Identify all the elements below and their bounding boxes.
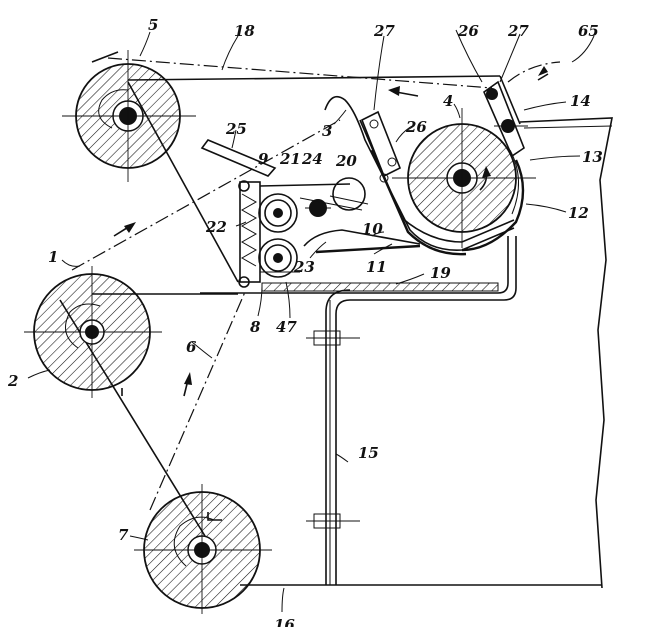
label-13: 13 bbox=[582, 148, 603, 166]
label-4: 4 bbox=[443, 92, 453, 110]
label-6: 6 bbox=[186, 338, 197, 356]
reference-numerals: 1 2 3 4 5 6 7 8 9 10 11 12 13 14 15 16 1… bbox=[7, 16, 603, 627]
label-22: 22 bbox=[205, 218, 227, 236]
label-12: 12 bbox=[568, 204, 589, 222]
direction-arrows bbox=[113, 61, 561, 397]
roller-24 bbox=[305, 199, 331, 217]
label-1: 1 bbox=[48, 248, 58, 266]
reel-2 bbox=[24, 266, 162, 398]
label-8: 8 bbox=[250, 318, 261, 336]
label-27b: 27 bbox=[507, 22, 529, 40]
roller-frame bbox=[238, 180, 351, 288]
label-14: 14 bbox=[570, 92, 591, 110]
label-10: 10 bbox=[362, 220, 383, 238]
roller-9 bbox=[258, 193, 298, 233]
label-27a: 27 bbox=[373, 22, 395, 40]
roller-20 bbox=[329, 177, 369, 211]
label-26a: 26 bbox=[457, 22, 479, 40]
label-47: 47 bbox=[276, 318, 297, 336]
label-5: 5 bbox=[148, 16, 158, 34]
label-3: 3 bbox=[322, 122, 332, 140]
guide-plate-3 bbox=[324, 95, 515, 256]
reel-7 bbox=[134, 484, 272, 614]
arm-25 bbox=[200, 139, 277, 177]
leader-lines bbox=[27, 29, 595, 613]
label-18: 18 bbox=[234, 22, 255, 40]
label-7: 7 bbox=[118, 526, 129, 544]
link-21 bbox=[299, 197, 363, 211]
label-25: 25 bbox=[225, 120, 247, 138]
label-21: 21 bbox=[279, 150, 301, 168]
reel-5 bbox=[62, 50, 196, 182]
bracket-26 bbox=[360, 110, 402, 183]
label-11: 11 bbox=[366, 258, 387, 276]
label-26b: 26 bbox=[405, 118, 427, 136]
label-65: 65 bbox=[578, 22, 599, 40]
upright-clamp-upper bbox=[306, 330, 360, 346]
upright-clamp-lower bbox=[306, 513, 360, 529]
base-plate-19 bbox=[261, 282, 499, 292]
label-9: 9 bbox=[258, 150, 269, 168]
label-16: 16 bbox=[274, 616, 295, 627]
label-2: 2 bbox=[7, 372, 18, 390]
guide-11 bbox=[303, 229, 421, 254]
label-23: 23 bbox=[293, 258, 315, 276]
machine-frame bbox=[200, 117, 613, 589]
label-19: 19 bbox=[430, 264, 451, 282]
roller-8 bbox=[258, 238, 298, 278]
label-24: 24 bbox=[301, 150, 323, 168]
label-20: 20 bbox=[335, 152, 357, 170]
drum-4 bbox=[392, 108, 536, 252]
bracket-14 bbox=[483, 80, 528, 158]
label-15: 15 bbox=[358, 444, 379, 462]
